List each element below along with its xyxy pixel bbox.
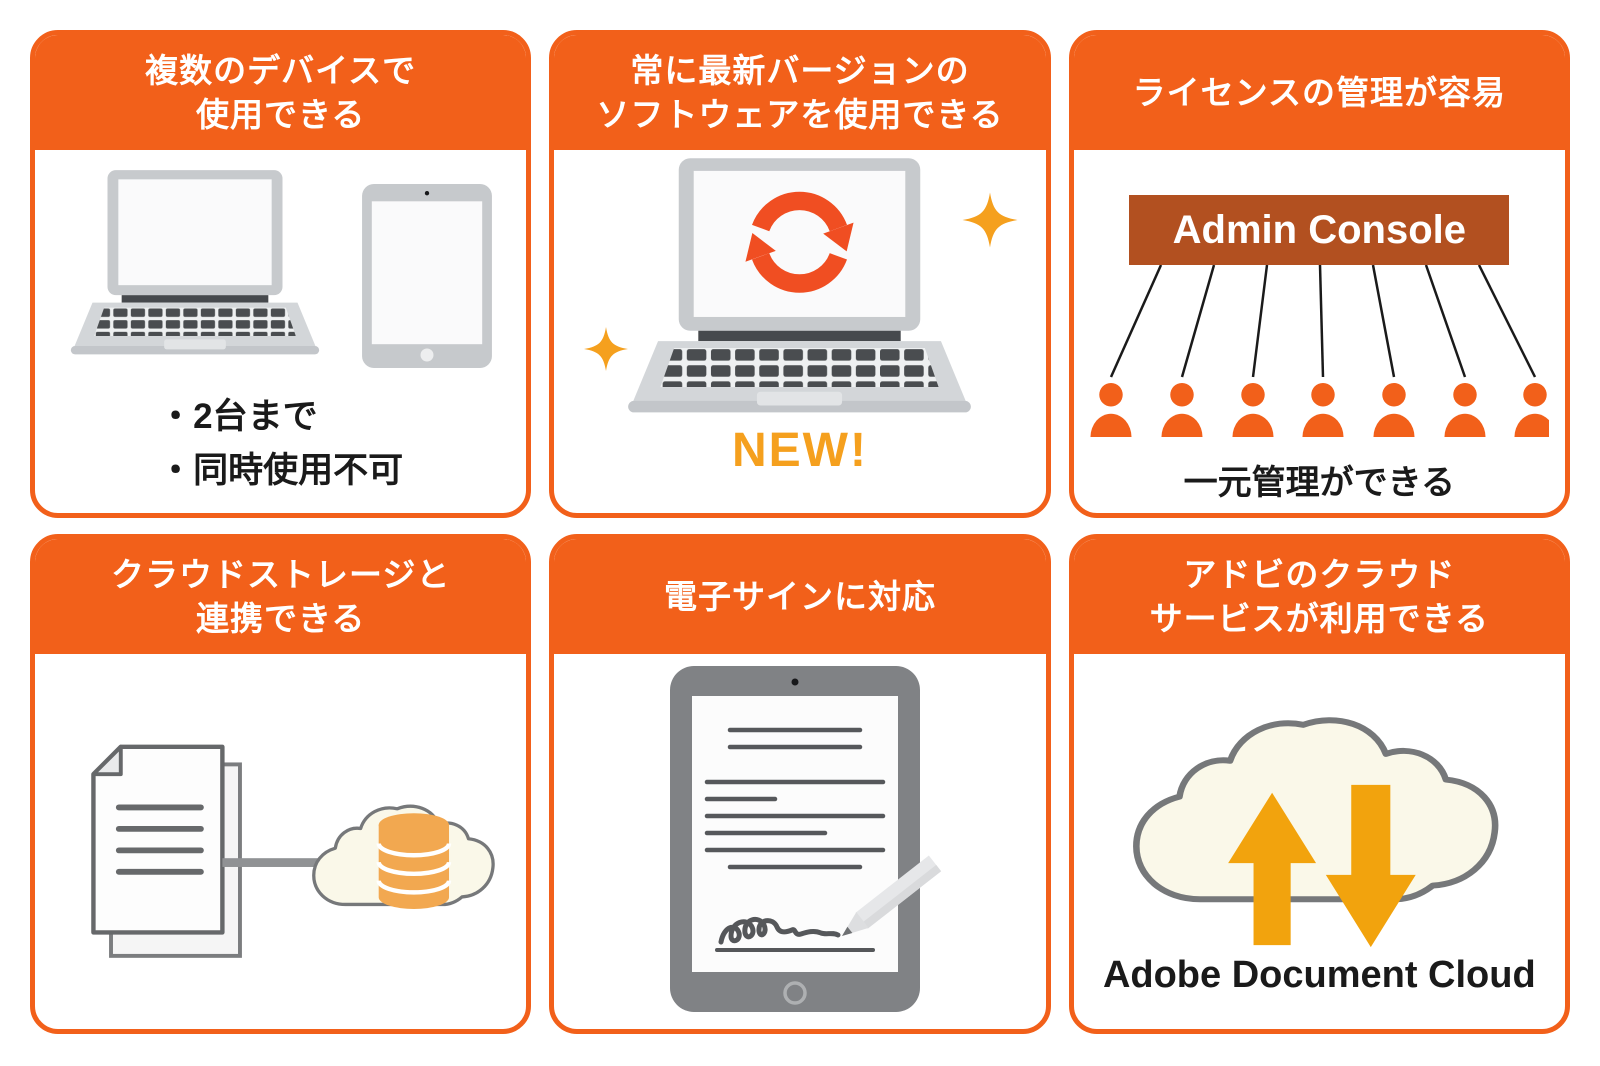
new-badge: NEW! xyxy=(732,424,868,477)
card-header: 複数のデバイスで 使用できる xyxy=(35,35,527,150)
cloud-storage-illustration xyxy=(90,744,495,958)
card-latest-version: 常に最新バージョンの ソフトウェアを使用できる xyxy=(549,30,1051,518)
user-icon xyxy=(1302,383,1344,437)
document-cloud-illustration xyxy=(1094,654,1544,948)
document-text-lines xyxy=(704,727,886,870)
central-management-caption: 一元管理ができる xyxy=(1183,464,1455,502)
sync-icon xyxy=(745,191,855,293)
bullet-no-simultaneous: ・同時使用不可 xyxy=(158,451,404,491)
card-header: ライセンスの管理が容易 xyxy=(1073,35,1565,150)
card-multi-device: 複数のデバイスで 使用できる xyxy=(30,30,532,518)
user-icon xyxy=(1232,383,1274,437)
card-title: クラウドストレージと 連携できる xyxy=(110,555,451,637)
user-icon xyxy=(1514,383,1550,437)
card-header: アドビのクラウド サービスが利用できる xyxy=(1073,539,1565,654)
card-esign: 電子サインに対応 xyxy=(549,534,1051,1034)
card-title: 電子サインに対応 xyxy=(663,577,936,615)
card-body: Admin Console xyxy=(1074,150,1565,513)
user-icon xyxy=(1161,383,1203,437)
signature-tablet-icon xyxy=(669,666,942,1012)
sparkle-icon xyxy=(962,192,1018,248)
user-fanout-illustration xyxy=(1090,265,1550,437)
card-body: Adobe Document Cloud xyxy=(1074,654,1565,1029)
connection-lines xyxy=(1110,265,1537,378)
user-icons xyxy=(1090,383,1550,437)
card-adobe-cloud: アドビのクラウド サービスが利用できる Adobe Document Cloud xyxy=(1068,534,1570,1034)
cloud-icon xyxy=(1137,720,1496,899)
card-body: NEW! xyxy=(554,150,1045,513)
adobe-document-cloud-caption: Adobe Document Cloud xyxy=(1102,954,1536,996)
card-title: ライセンスの管理が容易 xyxy=(1132,73,1506,111)
card-body xyxy=(35,654,526,1029)
card-body: ・2台まで ・同時使用不可 xyxy=(35,150,526,513)
card-title: 常に最新バージョンの ソフトウェアを使用できる xyxy=(596,51,1004,133)
tablet-icon xyxy=(361,184,492,368)
user-icon xyxy=(1444,383,1486,437)
document-stack-icon xyxy=(90,744,242,958)
device-notes: ・2台まで ・同時使用不可 xyxy=(158,390,403,499)
card-cloud-storage: クラウドストレージと 連携できる xyxy=(30,534,532,1034)
card-header: 常に最新バージョンの ソフトウェアを使用できる xyxy=(554,35,1046,150)
admin-console-box: Admin Console xyxy=(1129,195,1510,265)
signature-scribble xyxy=(718,916,841,945)
laptop-update-icon xyxy=(628,158,972,413)
laptop-icon xyxy=(70,170,319,355)
card-header: 電子サインに対応 xyxy=(554,539,1046,654)
user-icon xyxy=(1373,383,1415,437)
devices-illustration xyxy=(70,170,492,368)
sparkle-icon xyxy=(584,327,629,371)
card-body xyxy=(554,654,1045,1029)
database-icon xyxy=(376,813,451,909)
stylus-icon xyxy=(841,855,942,936)
card-header: クラウドストレージと 連携できる xyxy=(35,539,527,654)
user-icon xyxy=(1090,383,1132,437)
upload-arrow-icon xyxy=(1228,792,1317,946)
download-arrow-icon xyxy=(1326,784,1417,948)
card-title: 複数のデバイスで 使用できる xyxy=(145,51,417,133)
connector-line xyxy=(222,858,345,867)
bullet-two-devices: ・2台まで xyxy=(158,397,318,436)
card-title: アドビのクラウド サービスが利用できる xyxy=(1149,555,1489,637)
card-license-management: ライセンスの管理が容易 Admin Console xyxy=(1068,30,1570,518)
